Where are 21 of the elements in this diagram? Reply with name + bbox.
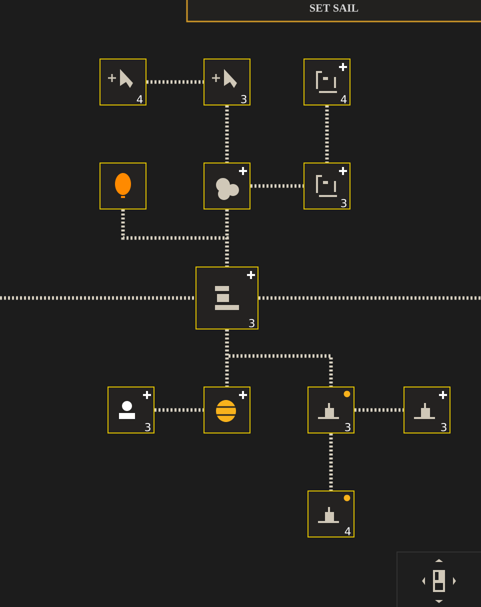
skill-tile: 4 — [100, 58, 146, 106]
connector-line — [225, 330, 333, 386]
skill-tile: 4 — [304, 58, 350, 106]
skill-tile: 3 — [108, 386, 154, 434]
connector-line — [0, 296, 196, 300]
connector-line — [325, 106, 329, 162]
skill-tile: 4 — [308, 490, 354, 538]
skill-tile: 3 — [196, 266, 258, 330]
skill-tile: 3 — [304, 162, 350, 210]
connector-line — [154, 408, 204, 412]
connector-line — [329, 434, 333, 490]
skill-tile: 3 — [404, 386, 450, 434]
connector-line — [250, 184, 304, 188]
connector-line — [354, 408, 404, 412]
skill-tile: 3 — [308, 386, 354, 434]
set-sail-button: SET SAIL — [186, 0, 481, 22]
connector-line — [146, 80, 204, 84]
connector-line — [225, 106, 229, 162]
connector-line — [258, 296, 481, 300]
skill-tile: 3 — [204, 58, 250, 106]
connector-line — [225, 210, 229, 266]
